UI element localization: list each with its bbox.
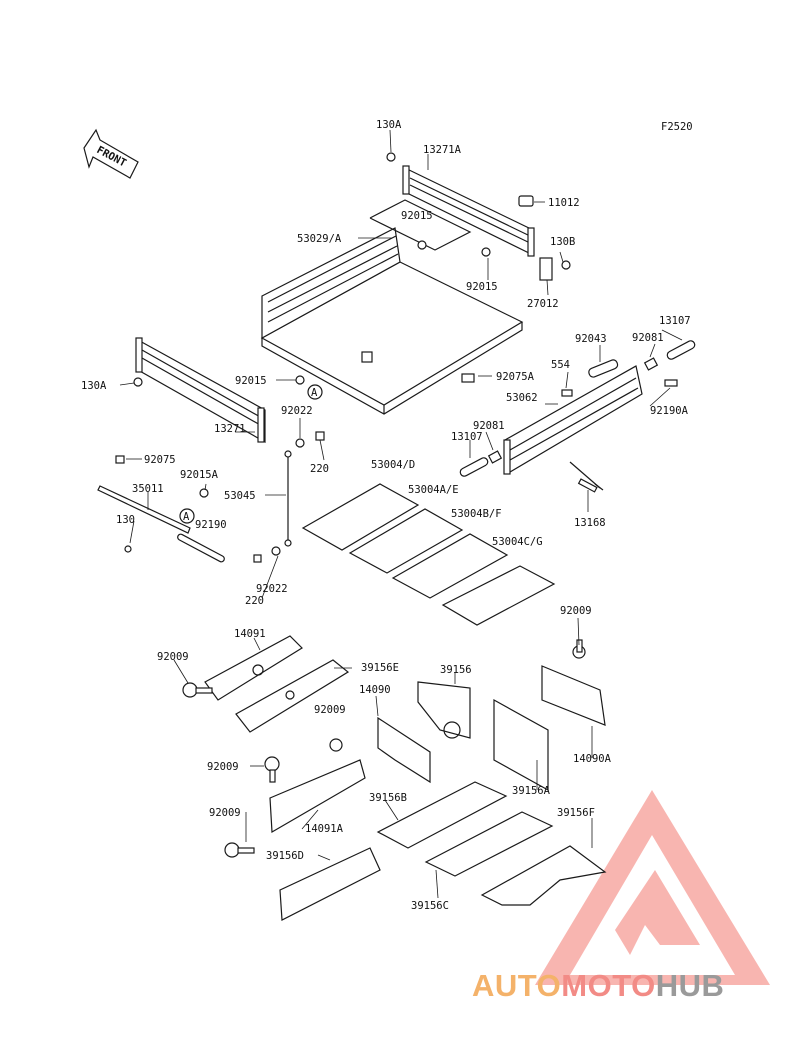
label-92022-bot: 92022 [256, 583, 288, 595]
label-35011: 35011 [132, 483, 164, 495]
label-53004CG: 53004C/G [492, 536, 543, 548]
label-53004D: 53004/D [371, 459, 415, 471]
label-53062: 53062 [506, 392, 538, 404]
label-11012: 11012 [548, 197, 580, 209]
label-92075A: 92075A [496, 371, 535, 383]
label-92009-r: 92009 [560, 605, 592, 617]
label-92043: 92043 [575, 333, 607, 345]
side-panel-13271 [135, 337, 266, 444]
label-13168: 13168 [574, 517, 606, 529]
label-92015-b: 92015 [466, 281, 498, 293]
label-92015-a: 92015 [401, 210, 433, 222]
cargo-bed [260, 227, 524, 415]
watermark-hub: HUB [655, 968, 725, 1003]
label-53004BF: 53004B/F [451, 508, 502, 520]
label-14091A: 14091A [305, 823, 344, 835]
label-53045: 53045 [224, 490, 256, 502]
front-arrow-icon: FRONT [83, 128, 139, 179]
label-53004AE: 53004A/E [408, 484, 459, 496]
leader-lines [119, 129, 683, 899]
label-13271A: 13271A [423, 144, 462, 156]
label-130: 130 [116, 514, 135, 526]
label-39156E: 39156E [361, 662, 399, 674]
floor-mats [301, 483, 556, 626]
label-92009-l3: 92009 [209, 807, 241, 819]
label-92081-l: 92081 [473, 420, 505, 432]
label-13107-l: 13107 [451, 431, 483, 443]
label-14090: 14090 [359, 684, 391, 696]
label-220-bot: 220 [245, 595, 264, 607]
label-39156B: 39156B [369, 792, 407, 804]
label-53029A: 53029/A [297, 233, 342, 245]
bolts-92009 [182, 639, 586, 858]
label-92190: 92190 [195, 519, 227, 531]
figure-code: F2520 [661, 121, 693, 133]
label-92009-l2: 92009 [207, 761, 239, 773]
label-39156: 39156 [440, 664, 472, 676]
label-39156D: 39156D [266, 850, 304, 862]
callout-a: A A [179, 384, 323, 524]
under-guards [204, 635, 607, 921]
hardware [97, 152, 696, 563]
label-92015A: 92015A [180, 469, 219, 481]
label-92081-r: 92081 [632, 332, 664, 344]
label-14091: 14091 [234, 628, 266, 640]
label-92009-m: 92009 [314, 704, 346, 716]
label-554: 554 [551, 359, 570, 371]
watermark-logo [535, 790, 770, 985]
side-panel-13271A [369, 165, 535, 257]
label-92015-c: 92015 [235, 375, 267, 387]
label-39156C: 39156C [411, 900, 449, 912]
label-92022-top: 92022 [281, 405, 313, 417]
label-27012: 27012 [527, 298, 559, 310]
label-14090A: 14090A [573, 753, 612, 765]
tailgate-53062 [503, 365, 643, 491]
label-39156F: 39156F [557, 807, 595, 819]
label-13107-r: 13107 [659, 315, 691, 327]
label-220-top: 220 [310, 463, 329, 475]
label-39156A: 39156A [512, 785, 551, 797]
callout-a-lower: A [183, 511, 190, 523]
label-13271: 13271 [214, 423, 246, 435]
label-92009-l1: 92009 [157, 651, 189, 663]
part-labels: F2520 130A 13271A 11012 92015 53029/A 13… [81, 119, 693, 912]
label-130A-left: 130A [81, 380, 107, 392]
callout-a-upper: A [311, 387, 318, 399]
label-92190A: 92190A [650, 405, 689, 417]
label-92075: 92075 [144, 454, 176, 466]
watermark-auto: AUTO [472, 968, 562, 1003]
label-130B: 130B [550, 236, 575, 248]
watermark-text: AUTOMOTOHUB [472, 968, 724, 1004]
watermark-moto: MOTO [561, 968, 656, 1003]
label-130A-top: 130A [376, 119, 402, 131]
